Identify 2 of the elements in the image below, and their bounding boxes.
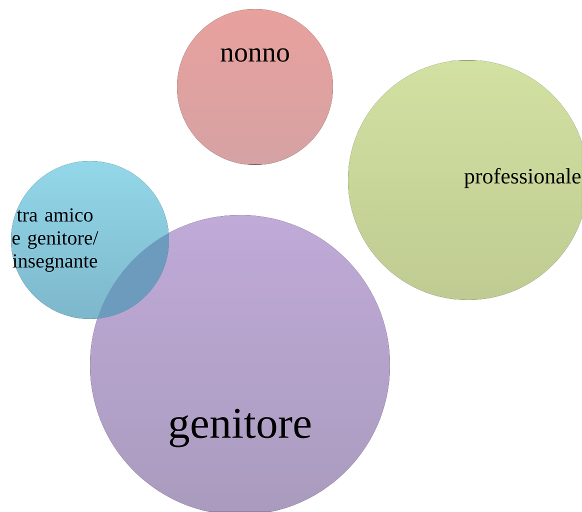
bubble: professionale xyxy=(348,60,582,300)
bubble: nonno xyxy=(177,9,333,165)
